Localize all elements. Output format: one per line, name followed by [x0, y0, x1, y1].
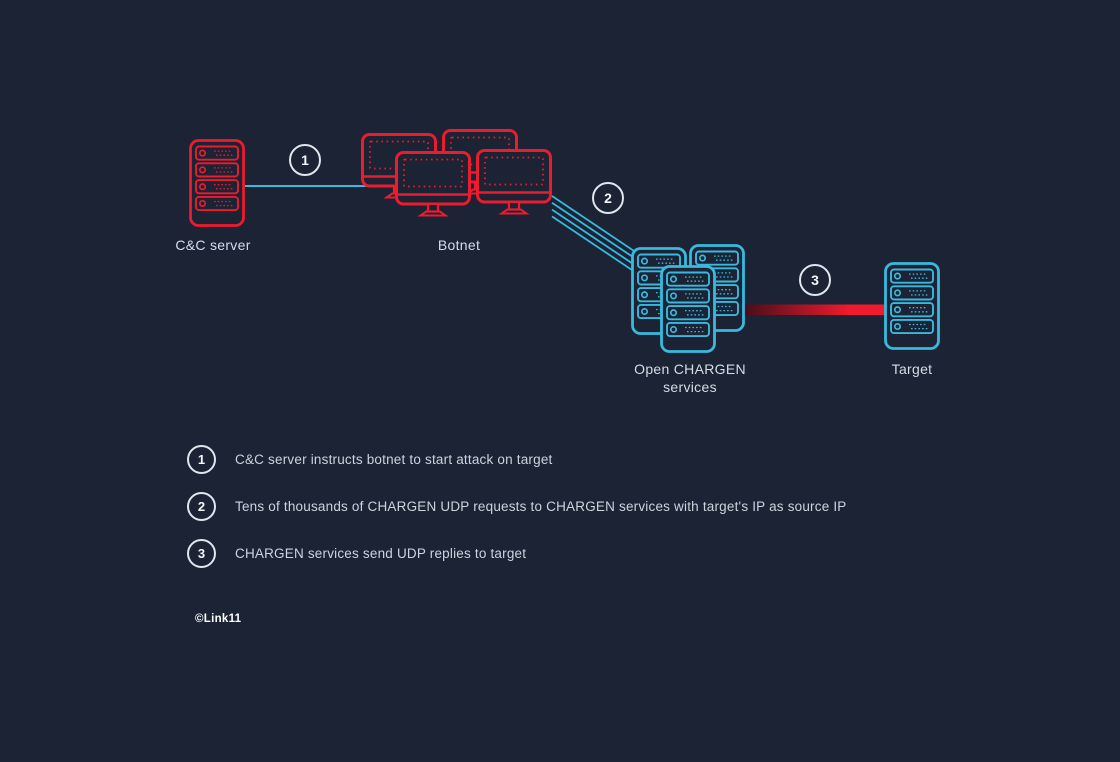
target-label: Target — [891, 361, 933, 377]
cnc-server-label: C&C server — [175, 237, 251, 253]
legend-item-1: 1 C&C server instructs botnet to start a… — [187, 444, 552, 474]
legend-step-3-badge: 3 — [187, 538, 216, 568]
legend-step-1-number: 1 — [197, 451, 206, 467]
step-3-number: 3 — [811, 272, 819, 288]
chargen-to-target-bar — [736, 304, 888, 315]
legend-item-3-text: CHARGEN services send UDP replies to tar… — [235, 545, 527, 561]
chargen-label-line1: Open CHARGEN — [634, 361, 746, 377]
botnet-monitor-icon — [476, 149, 552, 215]
target-server-icon — [884, 262, 940, 350]
step-1-number: 1 — [301, 152, 309, 168]
cnc-server-icon — [189, 139, 245, 227]
step-2-badge: 2 — [592, 182, 624, 214]
legend-item-2-text: Tens of thousands of CHARGEN UDP request… — [235, 498, 847, 514]
botnet-monitor-icon — [395, 151, 471, 217]
legend-item-2: 2 Tens of thousands of CHARGEN UDP reque… — [187, 491, 847, 521]
step-3-badge: 3 — [799, 264, 831, 296]
chargen-label-line2: services — [663, 379, 717, 395]
legend-step-3-number: 3 — [197, 545, 206, 561]
botnet-label: Botnet — [437, 237, 481, 253]
legend-step-2-number: 2 — [197, 498, 206, 514]
copyright-watermark: ©Link11 — [195, 613, 242, 625]
legend-item-3: 3 CHARGEN services send UDP replies to t… — [187, 538, 526, 568]
chargen-server-icon — [660, 265, 716, 353]
legend-item-1-text: C&C server instructs botnet to start att… — [235, 451, 553, 467]
legend-step-1-badge: 1 — [187, 444, 216, 474]
legend-step-2-badge: 2 — [187, 491, 216, 521]
step-2-number: 2 — [604, 190, 612, 206]
chargen-label: Open CHARGEN services — [600, 360, 780, 396]
step-1-badge: 1 — [289, 144, 321, 176]
